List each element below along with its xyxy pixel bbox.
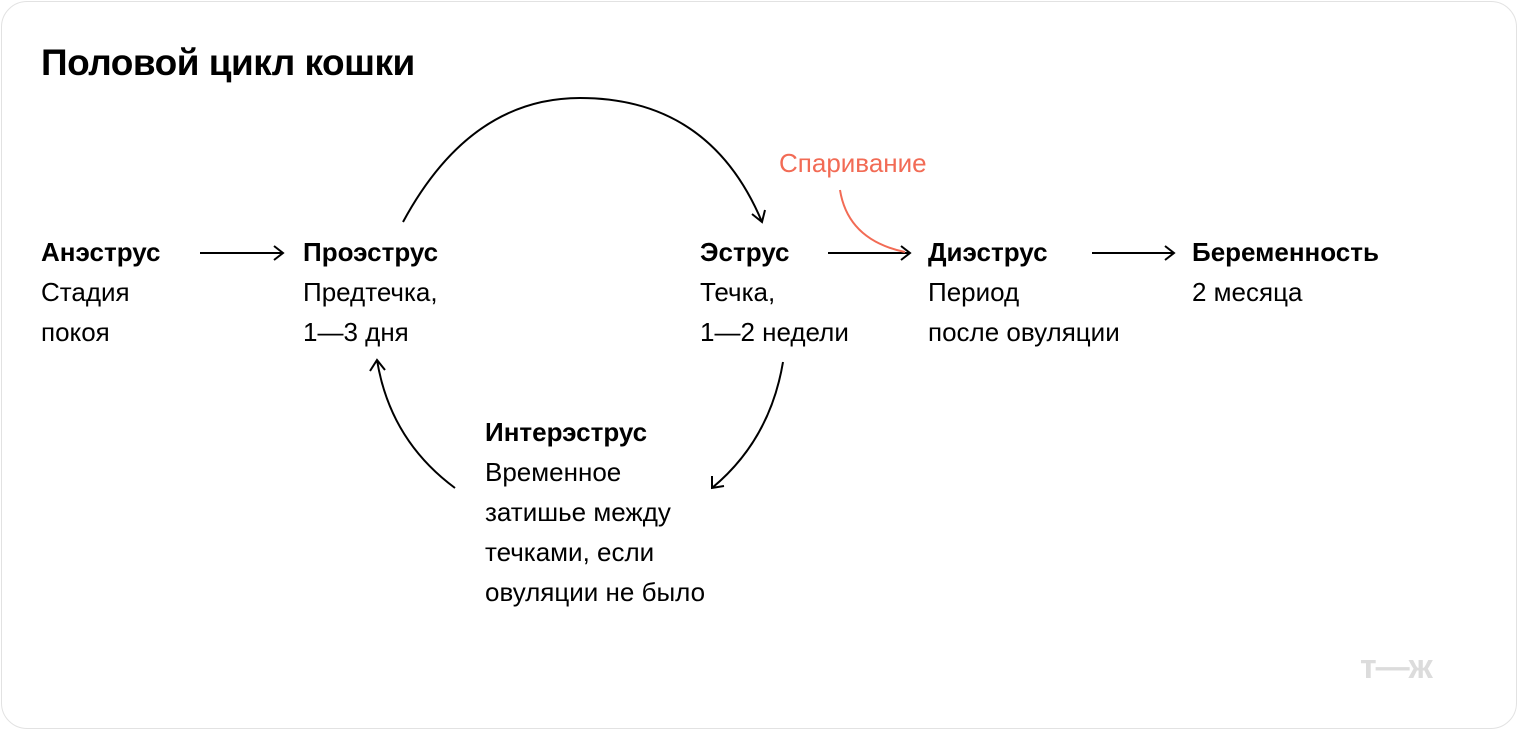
arrow-proestrus-estrus (402, 96, 766, 224)
arrow-diestrus-pregnancy (1092, 245, 1176, 261)
node-title: Анэструс (41, 237, 161, 267)
node-desc: Временное (485, 457, 622, 487)
node-title: Интерэструс (485, 417, 648, 447)
node-estrus: Эструс Течка, 1—2 недели (700, 232, 849, 352)
arrow-anestrus-proestrus (200, 245, 285, 261)
node-desc: 1—3 дня (303, 317, 409, 347)
node-title: Диэструс (928, 237, 1048, 267)
node-desc: 2 месяца (1192, 277, 1303, 307)
node-desc: 1—2 недели (700, 317, 849, 347)
node-desc: течками, если (485, 537, 655, 567)
node-diestrus: Диэструс Период после овуляции (928, 232, 1120, 352)
node-pregnancy: Беременность 2 месяца (1192, 232, 1379, 312)
node-desc: Период (928, 277, 1020, 307)
node-proestrus: Проэструс Предтечка, 1—3 дня (303, 232, 438, 352)
node-interestrus: Интерэструс Временное затишье между течк… (485, 412, 705, 612)
node-desc: после овуляции (928, 317, 1120, 347)
node-desc: затишье между (485, 497, 671, 527)
mating-curve (839, 189, 906, 253)
node-title: Проэструс (303, 237, 439, 267)
node-title: Беременность (1192, 237, 1379, 267)
node-desc: Предтечка, (303, 277, 438, 307)
node-desc: овуляции не было (485, 577, 706, 607)
mating-label: Спаривание (779, 148, 927, 178)
logo: т—ж (1360, 648, 1433, 686)
node-anestrus: Анэструс Стадия покоя (41, 232, 161, 352)
node-title: Эструс (700, 237, 790, 267)
arrow-estrus-interestrus (711, 361, 784, 490)
node-desc: покоя (41, 317, 110, 347)
diagram-title: Половой цикл кошки (41, 42, 415, 83)
node-desc: Стадия (41, 277, 130, 307)
arrow-interestrus-proestrus (369, 358, 456, 489)
node-desc: Течка, (700, 277, 776, 307)
arrow-estrus-diestrus (828, 245, 912, 261)
